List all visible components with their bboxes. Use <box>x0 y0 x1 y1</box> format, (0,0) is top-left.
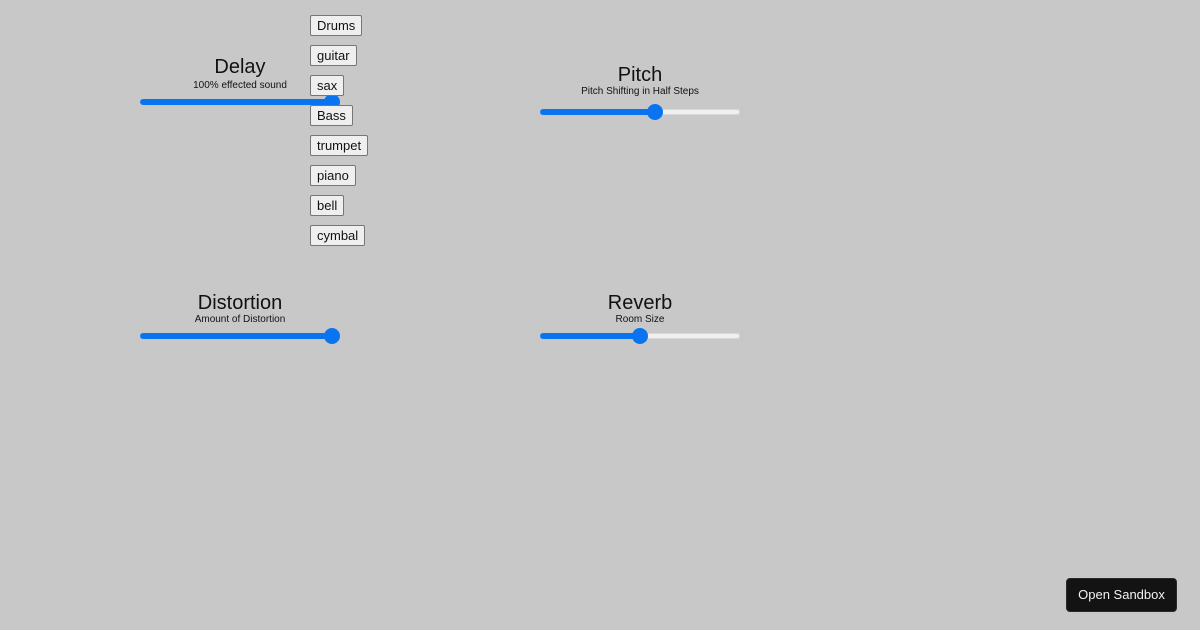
instrument-button-bass[interactable]: Bass <box>310 105 353 126</box>
distortion-subtitle: Amount of Distortion <box>194 314 286 325</box>
instrument-button-drums[interactable]: Drums <box>310 15 363 36</box>
reverb-slider[interactable] <box>540 328 740 344</box>
reverb-subtitle: Room Size <box>615 314 665 325</box>
delay-subtitle: 100% effected sound <box>193 80 287 91</box>
instrument-button-trumpet[interactable]: trumpet <box>310 135 369 156</box>
pitch-subtitle: Pitch Shifting in Half Steps <box>581 86 699 97</box>
distortion-slider-fill <box>140 333 332 339</box>
delay-title: Delay <box>214 56 266 78</box>
instrument-button-cymbal[interactable]: cymbal <box>310 225 366 246</box>
instrument-button-piano[interactable]: piano <box>310 165 356 186</box>
pitch-title: Pitch <box>617 64 663 86</box>
instrument-button-guitar[interactable]: guitar <box>310 45 357 66</box>
distortion-slider-thumb[interactable] <box>324 328 340 344</box>
pitch-slider-fill <box>540 109 655 115</box>
delay-slider-fill <box>140 99 332 105</box>
reverb-slider-fill <box>540 333 640 339</box>
pitch-slider-thumb[interactable] <box>646 104 663 120</box>
pitch-panel: Pitch Pitch Shifting in Half Steps <box>540 64 740 120</box>
instrument-list: Drums guitar sax Bass trumpet piano bell… <box>310 15 390 255</box>
reverb-slider-thumb[interactable] <box>632 328 648 344</box>
instrument-button-sax[interactable]: sax <box>310 75 345 96</box>
distortion-title: Distortion <box>197 292 283 314</box>
reverb-title: Reverb <box>607 292 673 314</box>
instrument-button-bell[interactable]: bell <box>310 195 345 216</box>
pitch-slider[interactable] <box>540 104 740 120</box>
open-sandbox-button[interactable]: Open Sandbox <box>1066 578 1177 612</box>
distortion-panel: Distortion Amount of Distortion <box>140 292 340 344</box>
distortion-slider[interactable] <box>140 328 340 344</box>
reverb-panel: Reverb Room Size <box>540 292 740 344</box>
